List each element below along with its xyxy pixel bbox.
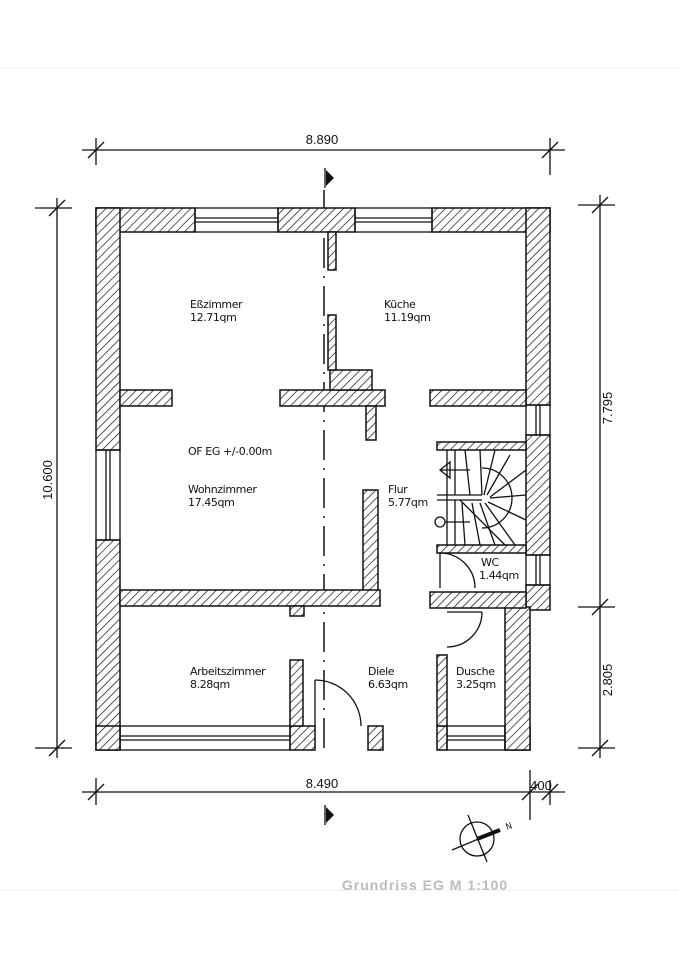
- level-note: OF EG +/-0.00m: [188, 445, 272, 458]
- section-marker-top: [324, 168, 334, 188]
- room-area: 11.19qm: [384, 311, 430, 324]
- drawing-title: Grundriss EG M 1:100: [342, 877, 508, 893]
- room-area: 8.28qm: [190, 678, 230, 691]
- room-name: Eßzimmer: [190, 298, 243, 311]
- dim-left: 10.600: [40, 460, 55, 500]
- room-name: Diele: [368, 665, 395, 678]
- staircase: [434, 449, 527, 546]
- dim-top: 8.890: [306, 132, 339, 147]
- windows: [95, 207, 551, 751]
- room-name: Wohnzimmer: [188, 483, 257, 496]
- dimension-lines: [35, 138, 615, 820]
- room-name: Arbeitszimmer: [190, 665, 266, 678]
- dim-right-lower: 2.805: [600, 664, 615, 697]
- room-area: 6.63qm: [368, 678, 408, 691]
- walls: [95, 207, 551, 751]
- north-label: N: [505, 821, 514, 832]
- section-marker-bottom: [324, 805, 334, 825]
- room-name: Flur: [388, 483, 408, 496]
- dim-right-upper: 7.795: [600, 392, 615, 425]
- dim-bottom-offset: 400: [530, 778, 552, 793]
- room-area: 3.25qm: [456, 678, 496, 691]
- room-name: WC: [481, 556, 499, 569]
- north-arrow-icon: N: [451, 814, 514, 863]
- room-area: 17.45qm: [188, 496, 234, 509]
- room-name: Dusche: [456, 665, 495, 678]
- room-name: Küche: [384, 298, 416, 311]
- room-area: 1.44qm: [479, 569, 519, 582]
- doors: [314, 552, 483, 727]
- room-area: 5.77qm: [388, 496, 428, 509]
- dim-bottom: 8.490: [306, 776, 339, 791]
- room-area: 12.71qm: [190, 311, 236, 324]
